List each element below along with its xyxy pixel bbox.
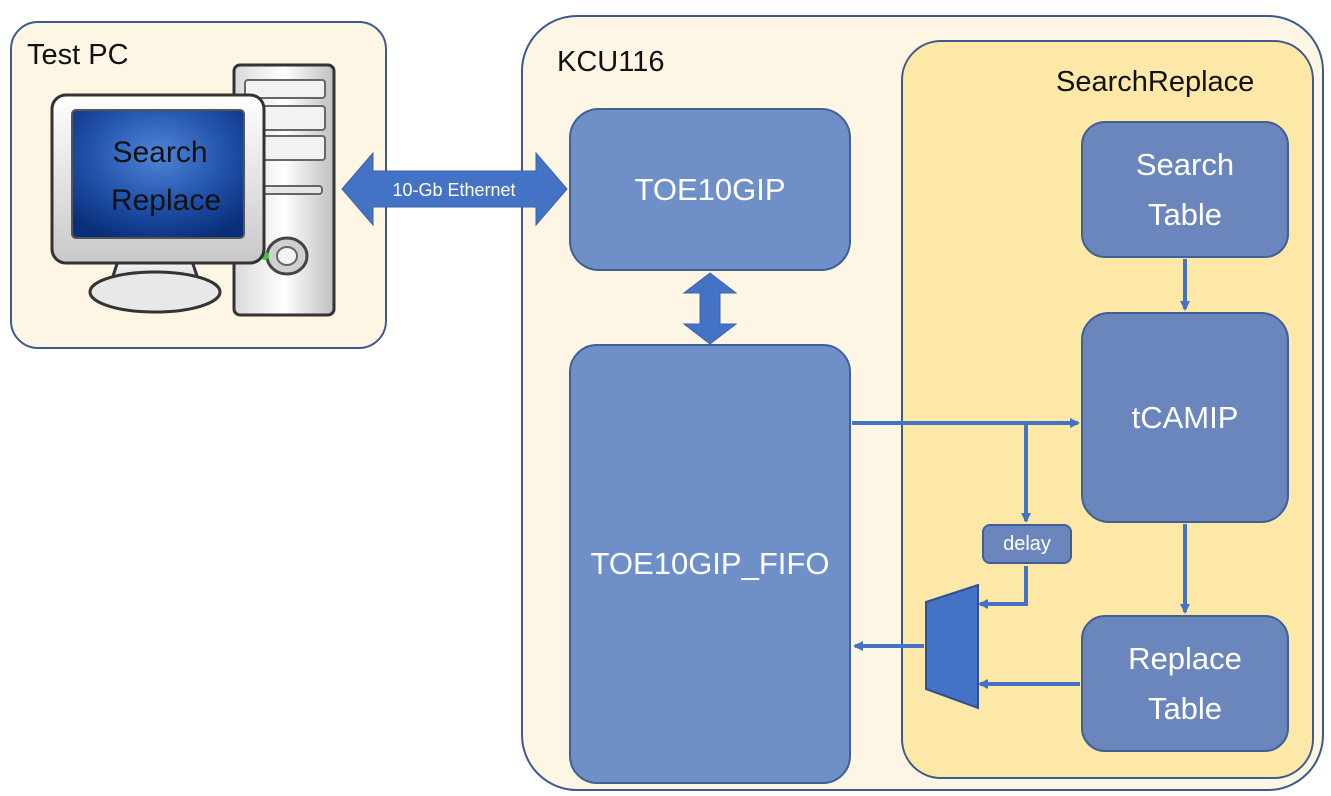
replace-table-block: Replace Table [1081, 615, 1289, 752]
delay-label: delay [1003, 533, 1051, 555]
test-pc-title: Test PC [27, 39, 129, 71]
monitor-line1: Search [112, 136, 207, 169]
delay-block: delay [982, 524, 1072, 564]
replace-table-line1: Replace [1128, 640, 1242, 676]
toe10gip-fifo-label: TOE10GIP_FIFO [590, 546, 830, 581]
tcamip-label: tCAMIP [1131, 399, 1239, 435]
search-replace-title: SearchReplace [1056, 66, 1255, 98]
search-table-line2: Table [1147, 196, 1223, 232]
toe10gip-block: TOE10GIP [569, 108, 851, 271]
tcamip-block: tCAMIP [1081, 312, 1289, 523]
toe10gip-label: TOE10GIP [634, 171, 786, 207]
replace-table-line2: Table [1147, 690, 1223, 726]
monitor-line2: Replace [111, 184, 221, 217]
toe10gip-fifo-block: TOE10GIP_FIFO [569, 344, 851, 784]
kcu116-title: KCU116 [557, 46, 665, 78]
search-table-block: Search Table [1081, 121, 1289, 258]
search-table-line1: Search [1135, 146, 1235, 182]
